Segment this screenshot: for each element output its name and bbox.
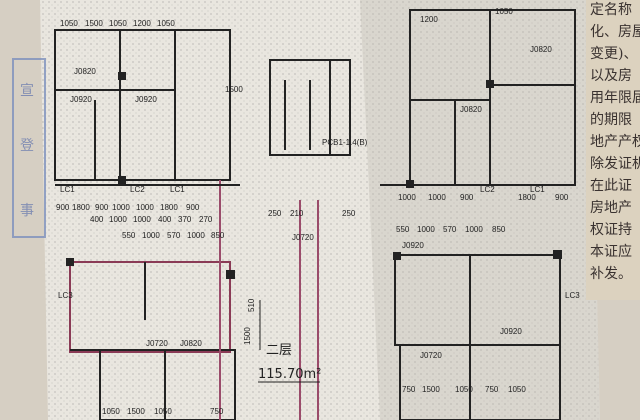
floor-label: 二层 (266, 343, 292, 358)
dim-label: 1500 (243, 327, 252, 345)
door-label: J0820 (180, 339, 202, 348)
dim-label: 900 (95, 203, 109, 212)
cert-line: 房地产 (590, 200, 632, 216)
dim-label: 850 (492, 225, 506, 234)
stair-dimension: 1500 510 (243, 298, 261, 350)
window-label: LC1 (170, 185, 185, 194)
stamp-char: 登 (20, 138, 34, 154)
dim-label: 1500 (85, 19, 103, 28)
dim-label: 510 (247, 298, 256, 312)
door-label: J0720 (420, 351, 442, 360)
dim-label: 1050 (154, 407, 172, 416)
window-label: LC3 (58, 291, 73, 300)
walls (54, 9, 576, 420)
door-label: J0920 (500, 327, 522, 336)
dim-label: 1800 (72, 203, 90, 212)
dim-label: 1200 (420, 15, 438, 24)
dim-label: 1800 (160, 203, 178, 212)
cert-line: 用年限届 (590, 90, 640, 106)
lower-dimension-labels: 550 1000 570 1000 850 550 1000 570 1000 … (102, 225, 526, 416)
misc-dims: 250 210 250 1500 (225, 85, 356, 218)
door-label: J0920 (402, 241, 424, 250)
dim-label: 210 (290, 209, 304, 218)
cert-line: 的期限 (590, 112, 632, 128)
dim-label: 400 (90, 215, 104, 224)
door-label: J0920 (70, 95, 92, 104)
dim-label: 250 (342, 209, 356, 218)
cert-line: 在此证 (590, 178, 632, 194)
window-label: LC1 (60, 185, 75, 194)
door-label: J0820 (74, 67, 96, 76)
dim-label: 900 (56, 203, 70, 212)
dim-label: 1050 (495, 7, 513, 16)
columns (66, 72, 562, 279)
dim-label: 570 (167, 231, 181, 240)
dim-label: 1050 (60, 19, 78, 28)
door-label: J0820 (460, 105, 482, 114)
dim-label: 250 (268, 209, 282, 218)
cert-line: 变更)、 (590, 46, 638, 62)
dim-label: 1050 (455, 385, 473, 394)
dim-label: 750 (402, 385, 416, 394)
door-label: J0720 (146, 339, 168, 348)
registration-stamp: 宣 登 事 (12, 58, 46, 238)
dim-label: 550 (122, 231, 136, 240)
door-label: J0920 (135, 95, 157, 104)
top-dimension-labels: 1050 1500 1050 1200 1050 1200 1050 (60, 7, 513, 28)
window-label: LC2 (480, 185, 495, 194)
dim-label: 1000 (133, 215, 151, 224)
dim-label: 1000 (142, 231, 160, 240)
dim-label: 1000 (187, 231, 205, 240)
dim-label: 900 (555, 193, 569, 202)
dim-label: 1050 (508, 385, 526, 394)
dim-label: 1000 (112, 203, 130, 212)
dim-label: 1000 (109, 215, 127, 224)
cert-line: 除发证机 (590, 156, 640, 172)
dim-label: 550 (396, 225, 410, 234)
cert-line: 地产产权 (590, 134, 640, 150)
area-label: 115.70m² (258, 367, 321, 382)
dim-label: 1500 (422, 385, 440, 394)
cert-line: 本证应 (590, 244, 632, 260)
stamp-char: 事 (20, 203, 34, 219)
paper-sheet (40, 0, 600, 420)
dim-label: 570 (443, 225, 457, 234)
cert-line: 定名称 (590, 2, 632, 18)
door-label: J0720 (292, 233, 314, 242)
dim-label: 750 (210, 407, 224, 416)
dim-label: 1050 (102, 407, 120, 416)
door-label: J0820 (530, 45, 552, 54)
dim-label: 1800 (518, 193, 536, 202)
stair-note: PCB1-1.4(B) (322, 138, 368, 147)
door-labels: J0820 J0920 J0920 J0820 J0820 J0720 J092… (70, 45, 552, 360)
dim-label: 1500 (225, 85, 243, 94)
dim-label: 1000 (398, 193, 416, 202)
window-labels: LC1 LC2 LC1 LC3 LC3 LC2 LC1 (58, 185, 580, 300)
dim-label: 900 (460, 193, 474, 202)
cert-line: 以及房 (590, 68, 632, 84)
dim-label: 370 (178, 215, 192, 224)
stamp-char: 宣 (20, 83, 34, 99)
certificate-text-page: 定名称 化、房屋 变更)、 以及房 用年限届 的期限 地产产权 除发证机 在此证… (586, 0, 640, 300)
window-label: LC1 (530, 185, 545, 194)
dim-label: 1000 (465, 225, 483, 234)
dim-label: 1200 (133, 19, 151, 28)
dim-label: 1000 (417, 225, 435, 234)
dim-label: 750 (485, 385, 499, 394)
window-label: LC3 (565, 291, 580, 300)
middle-dimension-labels: 900 1800 900 1000 1000 1800 900 400 1000… (56, 193, 569, 224)
dim-label: 1500 (127, 407, 145, 416)
dim-label: 1050 (109, 19, 127, 28)
window-label: LC2 (130, 185, 145, 194)
dim-label: 1000 (428, 193, 446, 202)
dim-label: 1000 (136, 203, 154, 212)
dim-label: 270 (199, 215, 213, 224)
dim-label: 900 (186, 203, 200, 212)
cert-line: 补发。 (590, 266, 632, 282)
dim-label: 850 (211, 231, 225, 240)
cert-line: 权证持 (590, 222, 632, 238)
cert-line: 化、房屋 (590, 24, 640, 40)
dim-label: 400 (158, 215, 172, 224)
dim-label: 1050 (157, 19, 175, 28)
